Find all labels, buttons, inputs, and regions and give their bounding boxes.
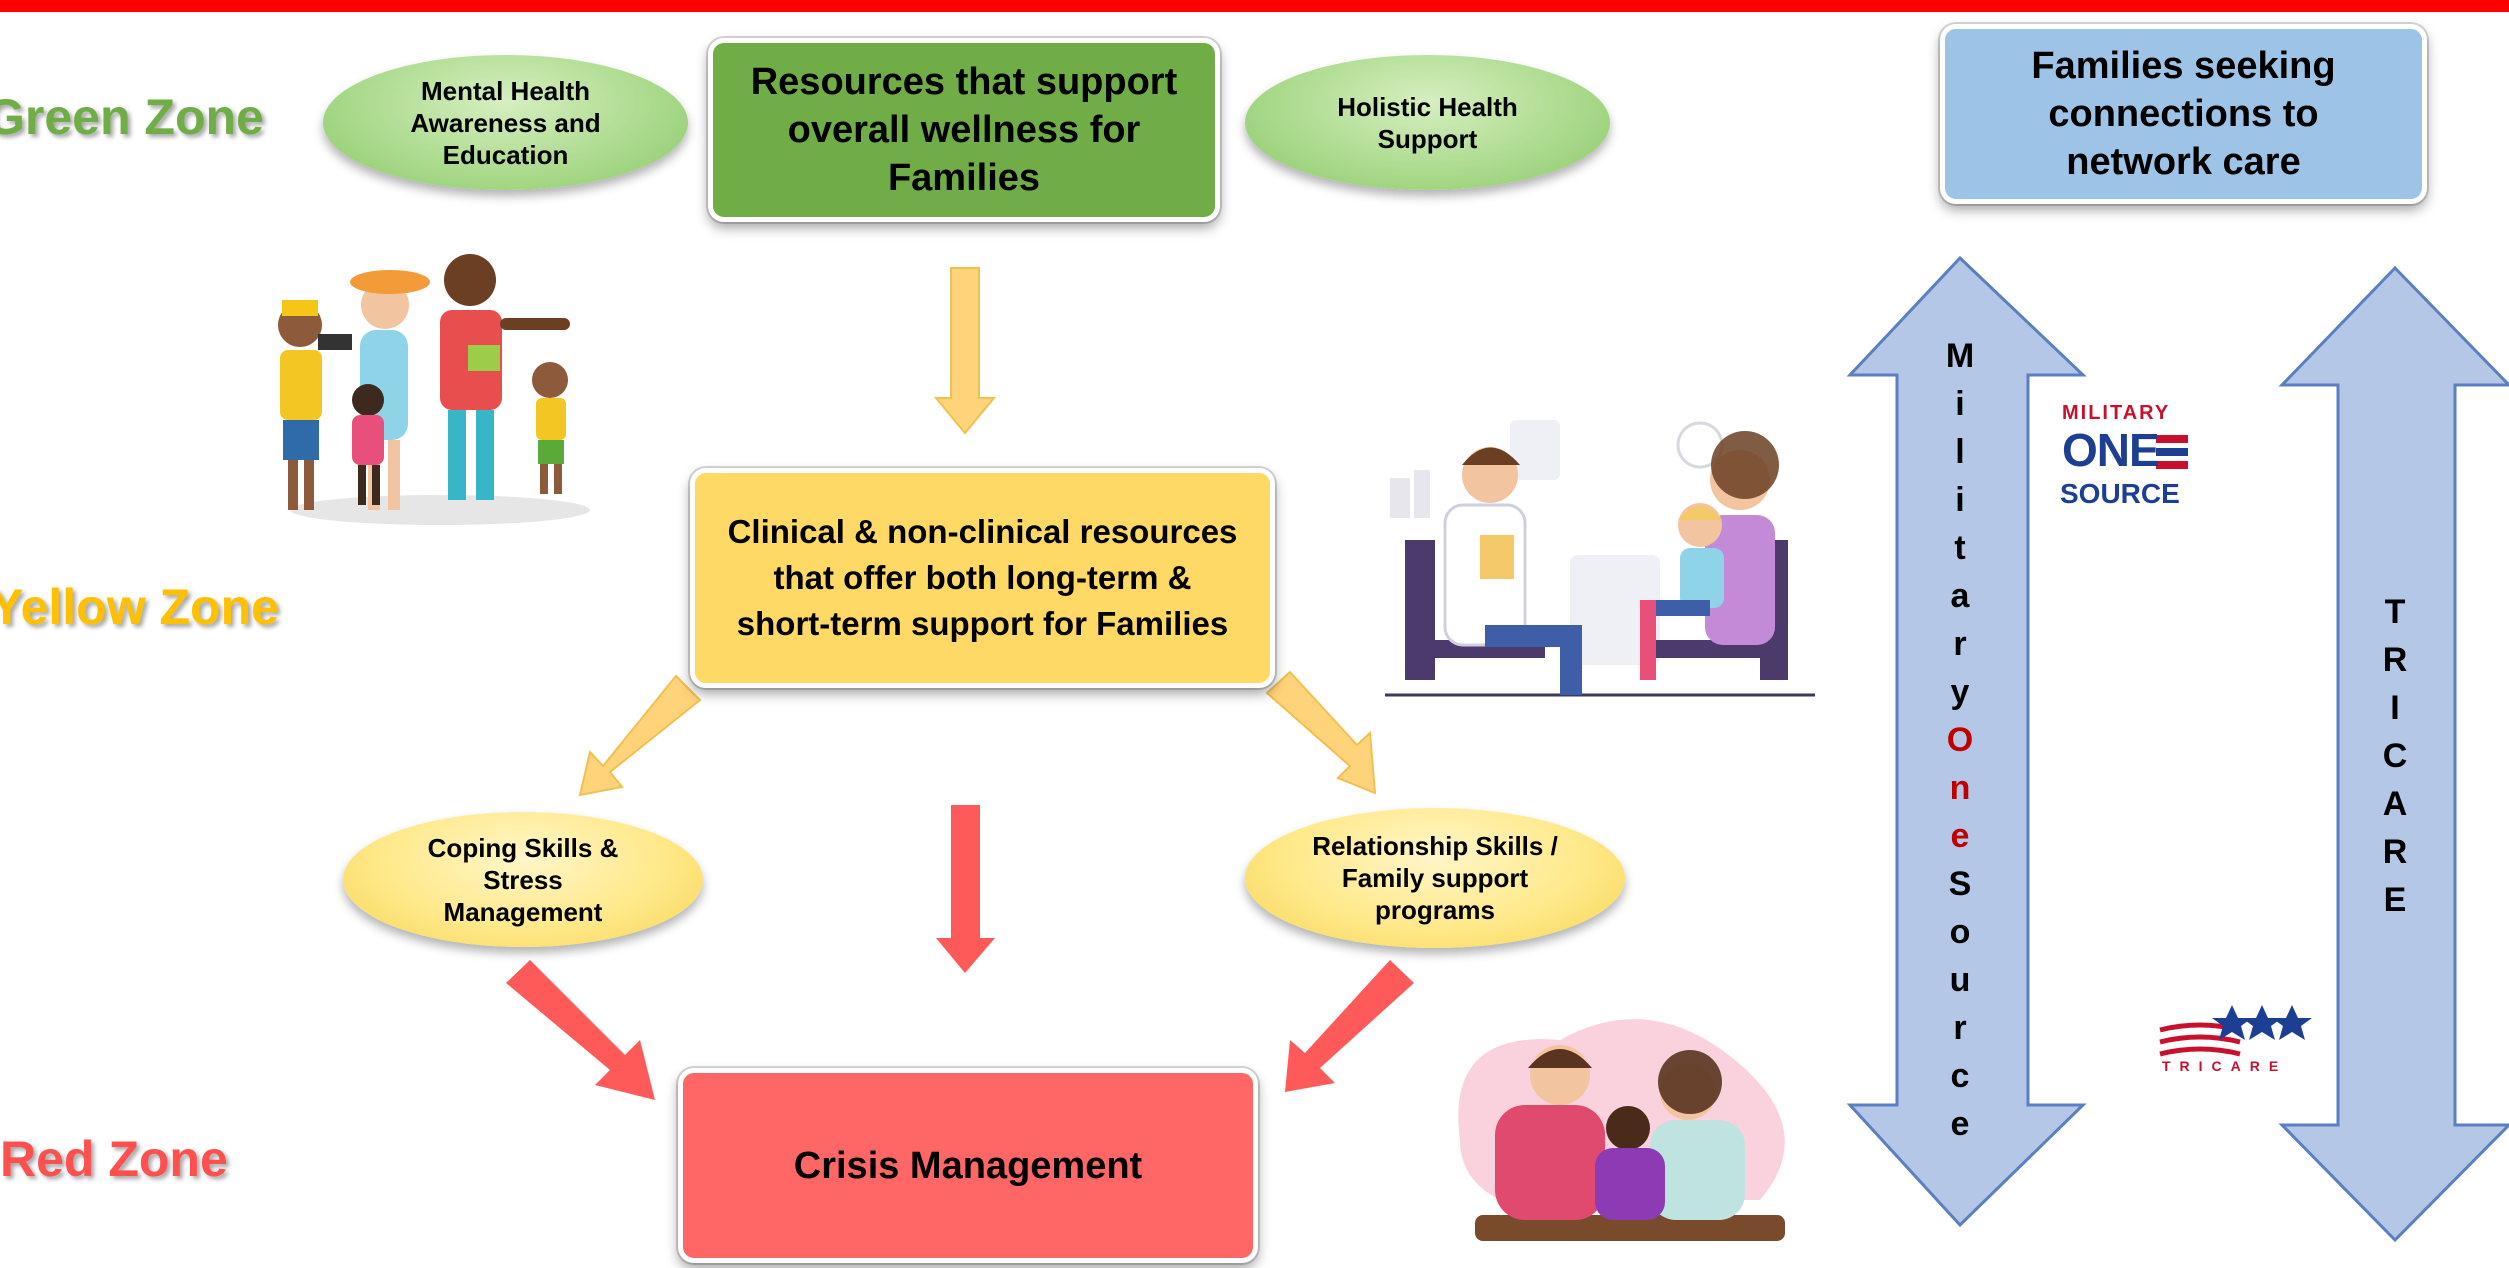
mental-health-ellipse: Mental Health Awareness and Education [323, 55, 688, 190]
military-onesource-letter: l [1955, 433, 1965, 471]
holistic-health-ellipse: Holistic Health Support [1245, 55, 1610, 190]
yellow-zone-label: Yellow Zone [0, 579, 279, 635]
tricare-double-arrow [2278, 265, 2509, 1243]
military-onesource-letter: S [1948, 865, 1972, 903]
crisis-management-box: Crisis Management [678, 1068, 1258, 1263]
green-resources-box: Resources that support overall wellness … [708, 38, 1220, 222]
arrow-coping-to-crisis [506, 960, 655, 1100]
tricare-logo-mark [2159, 1005, 2312, 1057]
military-onesource-letter: O [1946, 721, 1974, 759]
family-outdoors-illustration [278, 254, 590, 525]
military-onesource-letter: o [1949, 913, 1971, 951]
tricare-letter: R [2382, 833, 2408, 871]
coping-skills-ellipse: Coping Skills & Stress Management [343, 812, 703, 947]
military-onesource-letter: a [1950, 577, 1970, 615]
arrow-yellow-to-coping [578, 674, 702, 797]
relationship-skills-ellipse: Relationship Skills / Family support pro… [1245, 808, 1625, 948]
military-onesource-letter: i [1955, 385, 1965, 423]
tricare-letter: T [2384, 593, 2406, 631]
arrow-green-to-yellow [933, 267, 997, 435]
military-onesource-letter: n [1949, 769, 1971, 807]
tricare-logo-text: TRICARE [2162, 1058, 2288, 1074]
military-onesource-letter: c [1950, 1057, 1970, 1095]
top-red-bar [0, 0, 2509, 12]
military-onesource-letter: e [1950, 1105, 1970, 1143]
military-onesource-letter: y [1950, 673, 1970, 711]
tricare-letter: E [2383, 881, 2407, 919]
military-onesource-double-arrow [1846, 255, 2087, 1228]
parents-child-illustration [1458, 1019, 1785, 1241]
military-onesource-logo-line1: MILITARY [2062, 402, 2171, 424]
military-onesource-letter: r [1953, 625, 1967, 663]
tricare-letter: I [2390, 689, 2400, 727]
doctor-family-illustration [1385, 420, 1815, 697]
tricare-letter: C [2382, 737, 2408, 775]
arrow-yellow-to-relationship [1265, 670, 1377, 795]
military-onesource-flag-icon [2156, 435, 2188, 469]
military-onesource-letter: r [1953, 1009, 1967, 1047]
arrow-yellow-to-crisis [936, 805, 995, 973]
military-onesource-letter: t [1954, 529, 1966, 567]
green-zone-label: Green Zone [0, 89, 264, 145]
military-onesource-logo-line2: ONE [2062, 424, 2160, 476]
military-onesource-logo-line3: SOURCE [2060, 478, 2180, 509]
arrow-relationship-to-crisis [1285, 960, 1414, 1092]
military-onesource-letter: M [1945, 337, 1975, 375]
families-seeking-box: Families seeking connections to network … [1940, 24, 2427, 204]
tricare-letter: R [2382, 641, 2408, 679]
military-onesource-letter: e [1950, 817, 1970, 855]
military-onesource-letter: u [1949, 961, 1971, 999]
tricare-letter: A [2382, 785, 2408, 823]
red-zone-label: Red Zone [0, 1131, 228, 1187]
yellow-resources-box: Clinical & non-clinical resources that o… [690, 468, 1275, 688]
military-onesource-letter: i [1955, 481, 1965, 519]
